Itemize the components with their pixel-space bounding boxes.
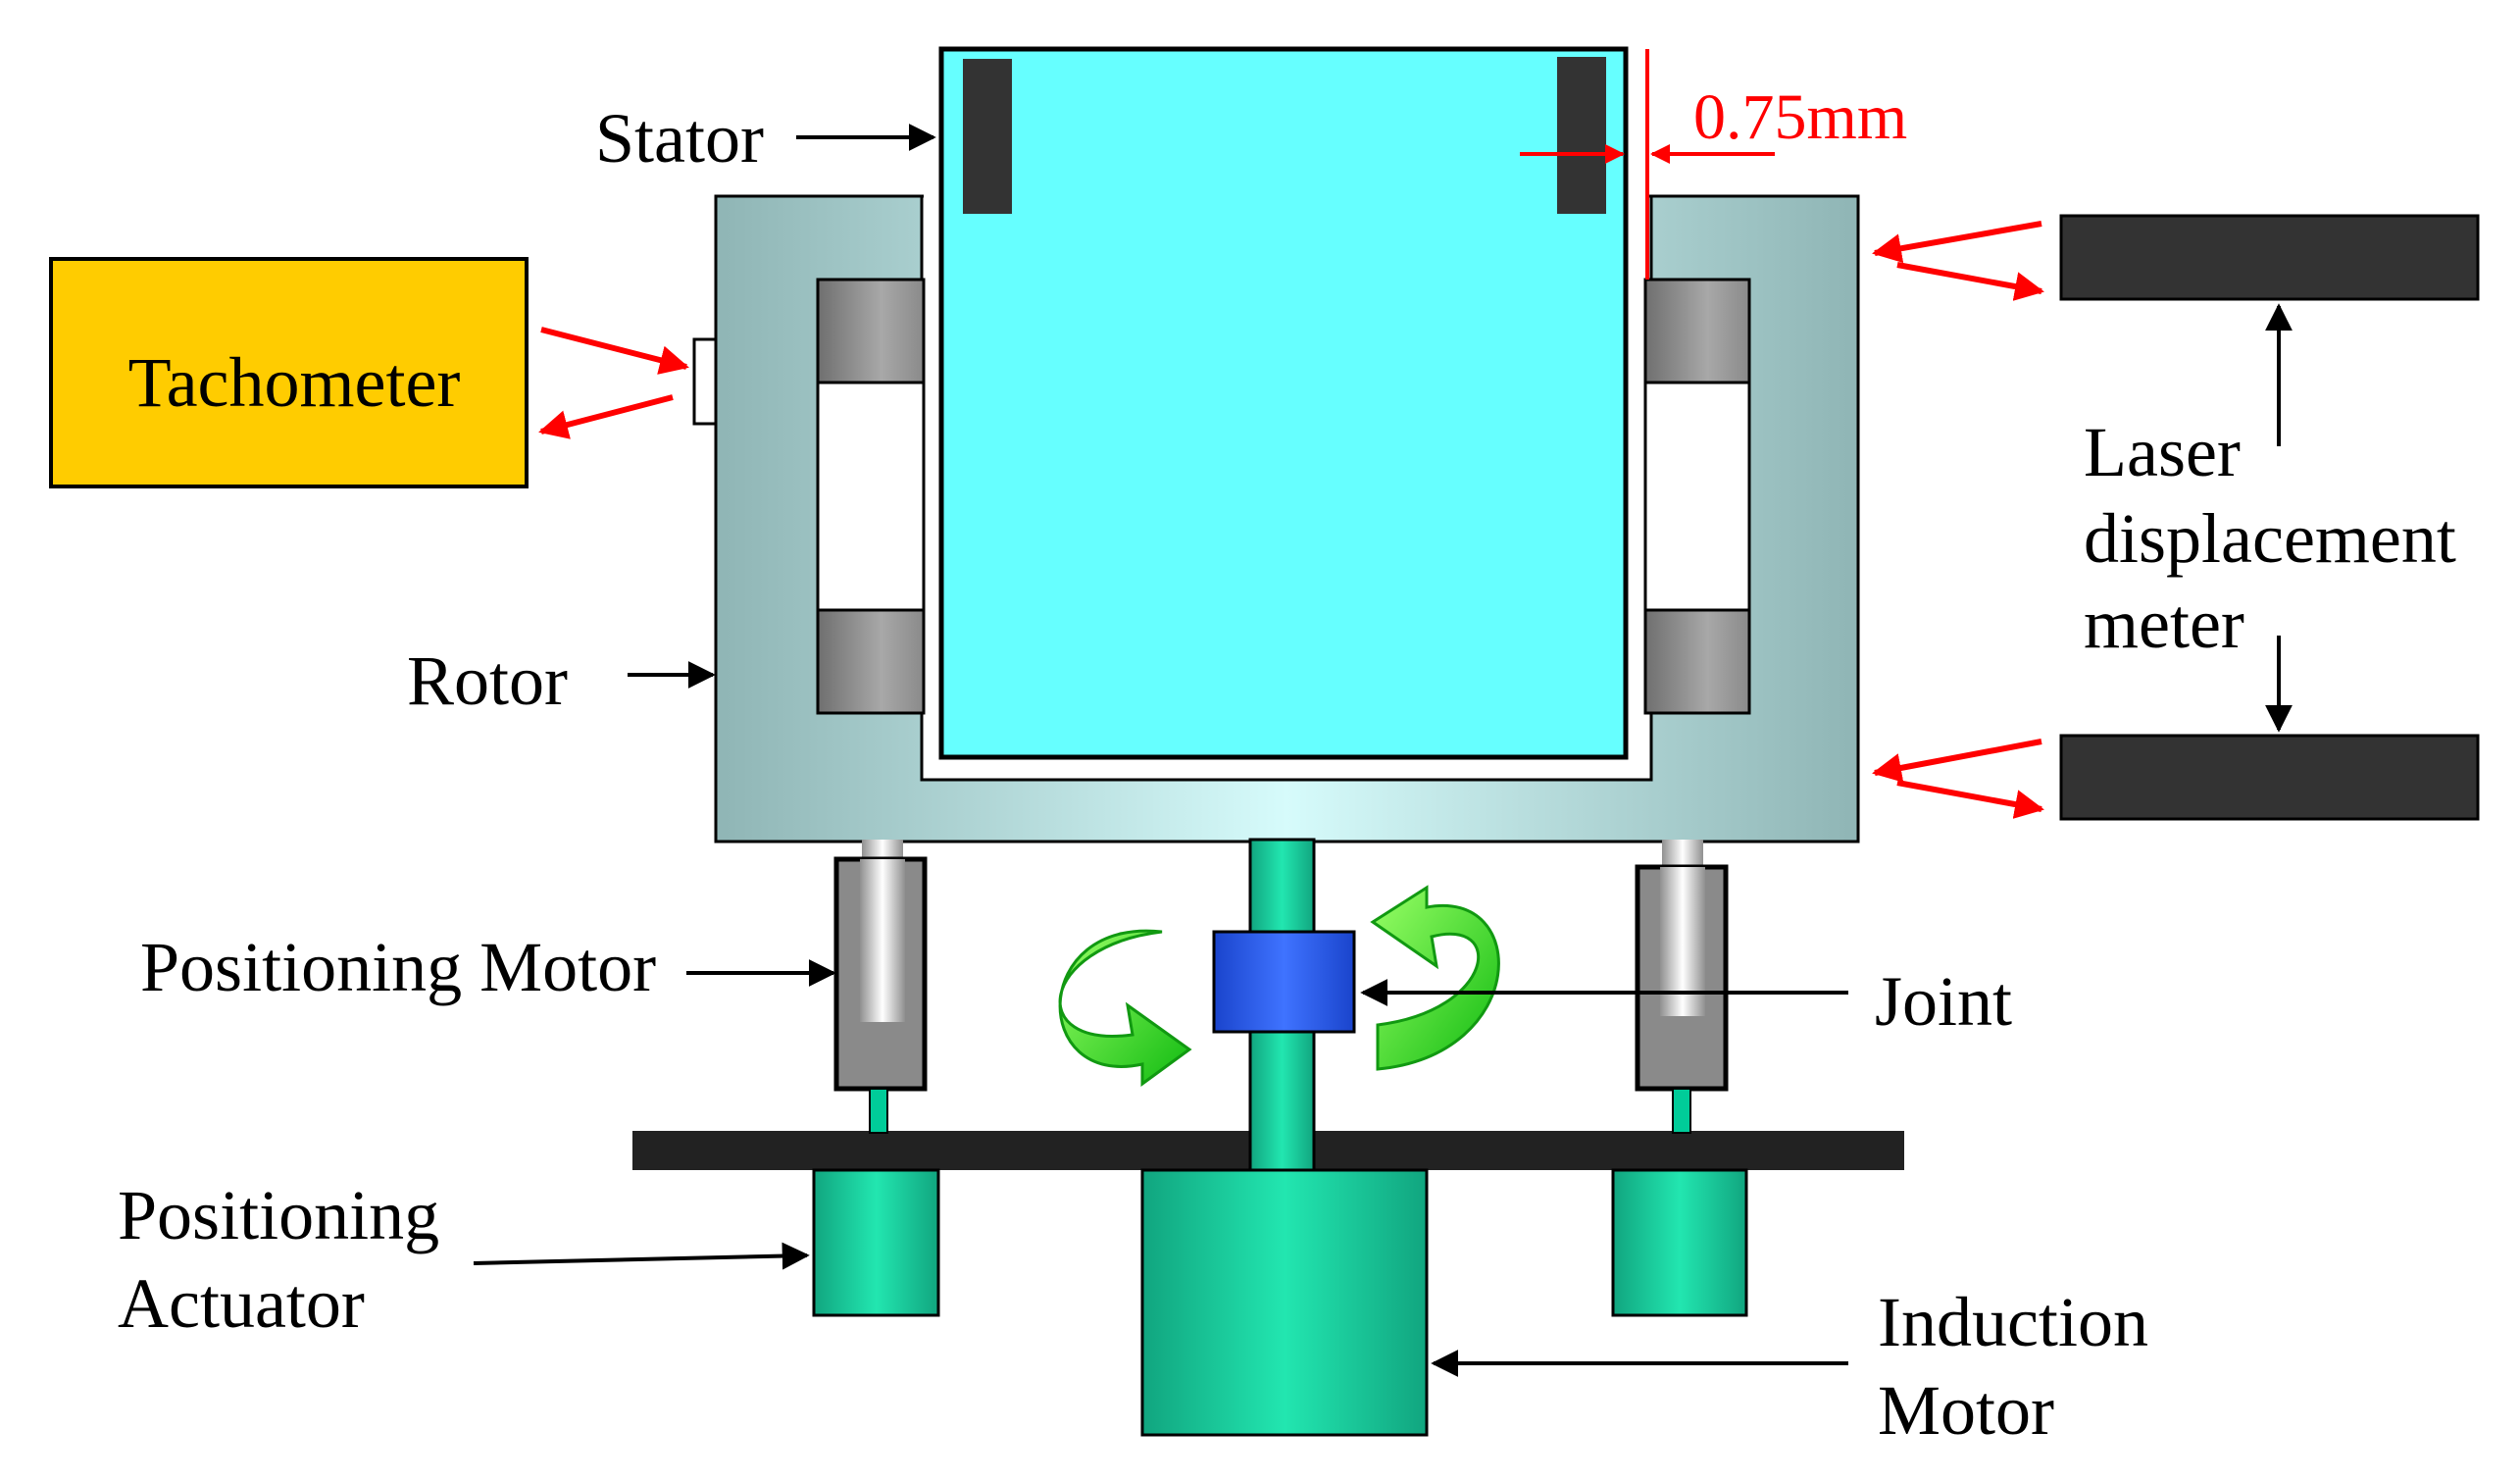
laser-label-line3: meter [2084, 585, 2244, 663]
gap-dimension [1520, 49, 1775, 280]
laser-label-line1: Laser [2084, 413, 2241, 491]
induction-motor [1140, 1168, 1429, 1437]
induction-motor-label-line1: Induction [1878, 1283, 2148, 1361]
curved-rotation-arrow-icon [1370, 885, 1500, 1071]
rotor-label: Rotor [407, 641, 568, 720]
positioning-actuator-right [1611, 1168, 1748, 1317]
stator-magnet-left [963, 59, 1012, 214]
positioning-motor-label: Positioning Motor [140, 928, 656, 1006]
leader-arrows [473, 124, 2293, 1377]
joint-label: Joint [1875, 962, 2012, 1041]
positioning-actuator-label-line2: Actuator [118, 1264, 365, 1343]
right-magnet-poles [1643, 278, 1751, 715]
stator [938, 46, 1629, 760]
laser-label-line2: displacement [2084, 499, 2456, 578]
laser-beam-icon [538, 221, 2044, 819]
gap-label: 0.75mm [1693, 81, 1907, 153]
laser-sensor-lower [2059, 734, 2480, 821]
positioning-actuator-label-line1: Positioning [118, 1176, 439, 1254]
positioning-actuator-left [812, 1168, 940, 1317]
stator-label: Stator [595, 99, 764, 178]
joint [1212, 930, 1356, 1034]
left-magnet-poles [816, 278, 926, 715]
curved-rotation-arrow-icon [1058, 929, 1192, 1087]
tachometer: Tachometer [49, 257, 529, 488]
positioning-motor-right [1635, 840, 1729, 1134]
laser-sensor-upper [2059, 214, 2480, 301]
induction-motor-label-line2: Motor [1878, 1371, 2054, 1450]
positioning-motor-left [833, 840, 928, 1134]
tachometer-target [692, 337, 718, 426]
stator-magnet-right [1557, 57, 1606, 214]
tachometer-label: Tachometer [128, 343, 461, 422]
